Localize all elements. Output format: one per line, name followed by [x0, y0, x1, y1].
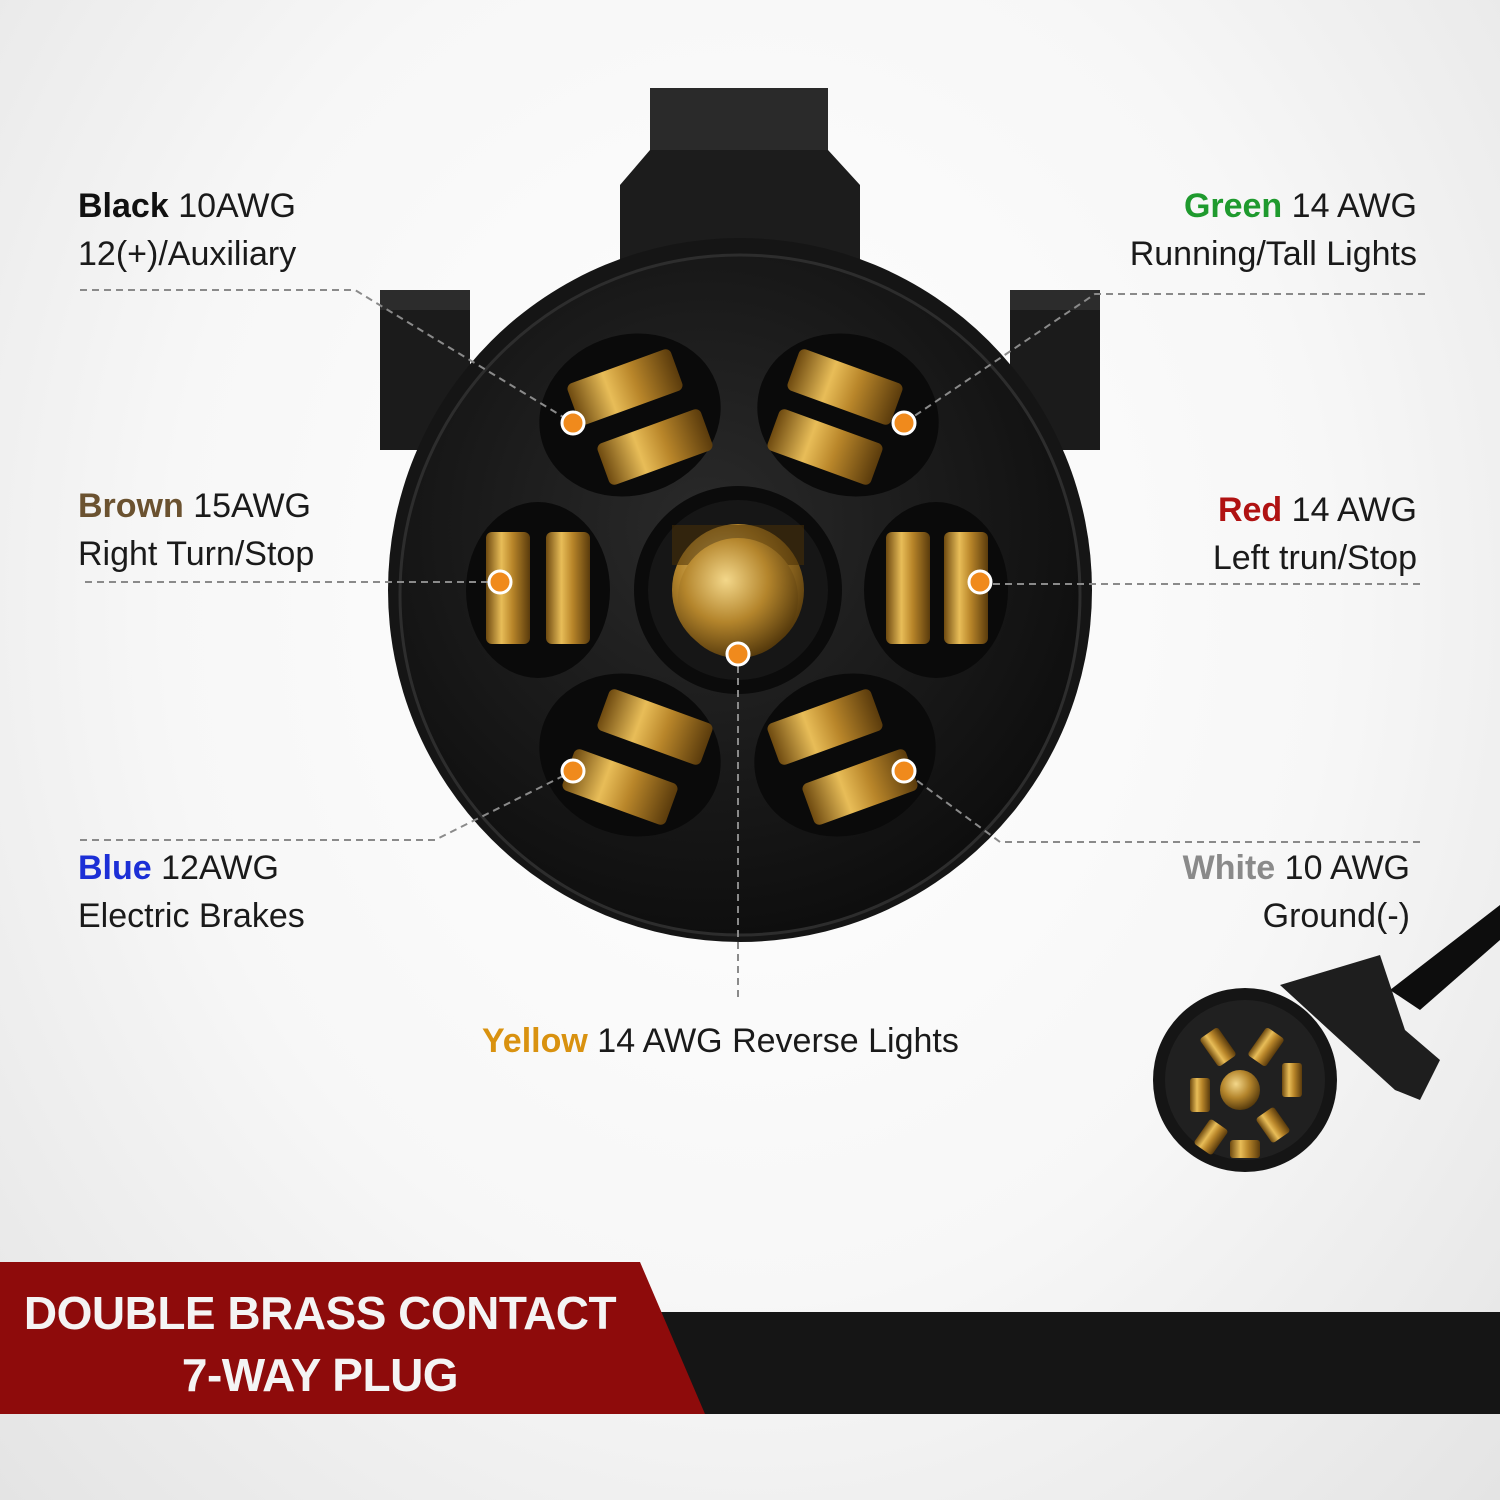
- leader-lines: [80, 289, 1425, 1000]
- gauge-brown: 15AWG: [193, 487, 312, 525]
- function-white: Ground(-): [1262, 897, 1410, 935]
- gauge-green: 14 AWG: [1291, 187, 1417, 225]
- callout-black: Black 10AWG 12(+)/Auxiliary: [78, 182, 296, 278]
- socket-yellow-center: [634, 486, 842, 694]
- color-word-yellow: Yellow: [482, 1022, 588, 1060]
- plug-thumbnail-icon: [1153, 905, 1500, 1172]
- function-brown: Right Turn/Stop: [78, 535, 315, 573]
- function-black: 12(+)/Auxiliary: [78, 235, 297, 273]
- socket-red: [864, 502, 1008, 678]
- socket-blue: [539, 673, 721, 837]
- callout-yellow: Yellow 14 AWG Reverse Lights: [482, 1017, 959, 1065]
- gauge-white: 10 AWG: [1284, 849, 1410, 887]
- color-word-red: Red: [1217, 491, 1283, 529]
- banner-line-1: DOUBLE BRASS CONTACT: [23, 1287, 617, 1339]
- marker-blue-icon: [560, 758, 586, 784]
- callout-white: White 10 AWG Ground(-): [1183, 844, 1410, 940]
- color-word-white: White: [1182, 849, 1276, 887]
- bottom-banner: [0, 1262, 1500, 1414]
- function-yellow: Reverse Lights: [732, 1022, 959, 1060]
- marker-green-icon: [891, 410, 917, 436]
- callout-blue: Blue 12AWG Electric Brakes: [78, 844, 305, 940]
- gauge-red: 14 AWG: [1291, 491, 1417, 529]
- pin-markers: [487, 410, 993, 784]
- callout-green: Green 14 AWG Running/Tall Lights: [1130, 182, 1417, 278]
- socket-black: [539, 333, 721, 497]
- gauge-yellow: 14 AWG: [597, 1022, 723, 1060]
- gauge-black: 10AWG: [178, 187, 296, 225]
- callout-brown: Brown 15AWG Right Turn/Stop: [78, 482, 314, 578]
- banner-line-2: 7-WAY PLUG: [181, 1349, 459, 1401]
- gauge-blue: 12AWG: [161, 849, 279, 887]
- socket-white: [754, 673, 936, 837]
- function-green: Running/Tall Lights: [1129, 235, 1417, 273]
- banner-headline: DOUBLE BRASS CONTACT 7-WAY PLUG: [0, 1282, 640, 1406]
- marker-red-icon: [967, 569, 993, 595]
- function-red: Left trun/Stop: [1212, 539, 1417, 577]
- marker-white-icon: [891, 758, 917, 784]
- socket-brown: [466, 502, 610, 678]
- color-word-black: Black: [78, 187, 169, 225]
- color-word-blue: Blue: [78, 849, 152, 887]
- socket-green: [757, 333, 939, 497]
- marker-yellow-icon: [725, 641, 751, 667]
- marker-brown-icon: [487, 569, 513, 595]
- color-word-brown: Brown: [78, 487, 184, 525]
- function-blue: Electric Brakes: [78, 897, 305, 935]
- marker-black-icon: [560, 410, 586, 436]
- color-word-green: Green: [1183, 187, 1283, 225]
- callout-red: Red 14 AWG Left trun/Stop: [1213, 486, 1417, 582]
